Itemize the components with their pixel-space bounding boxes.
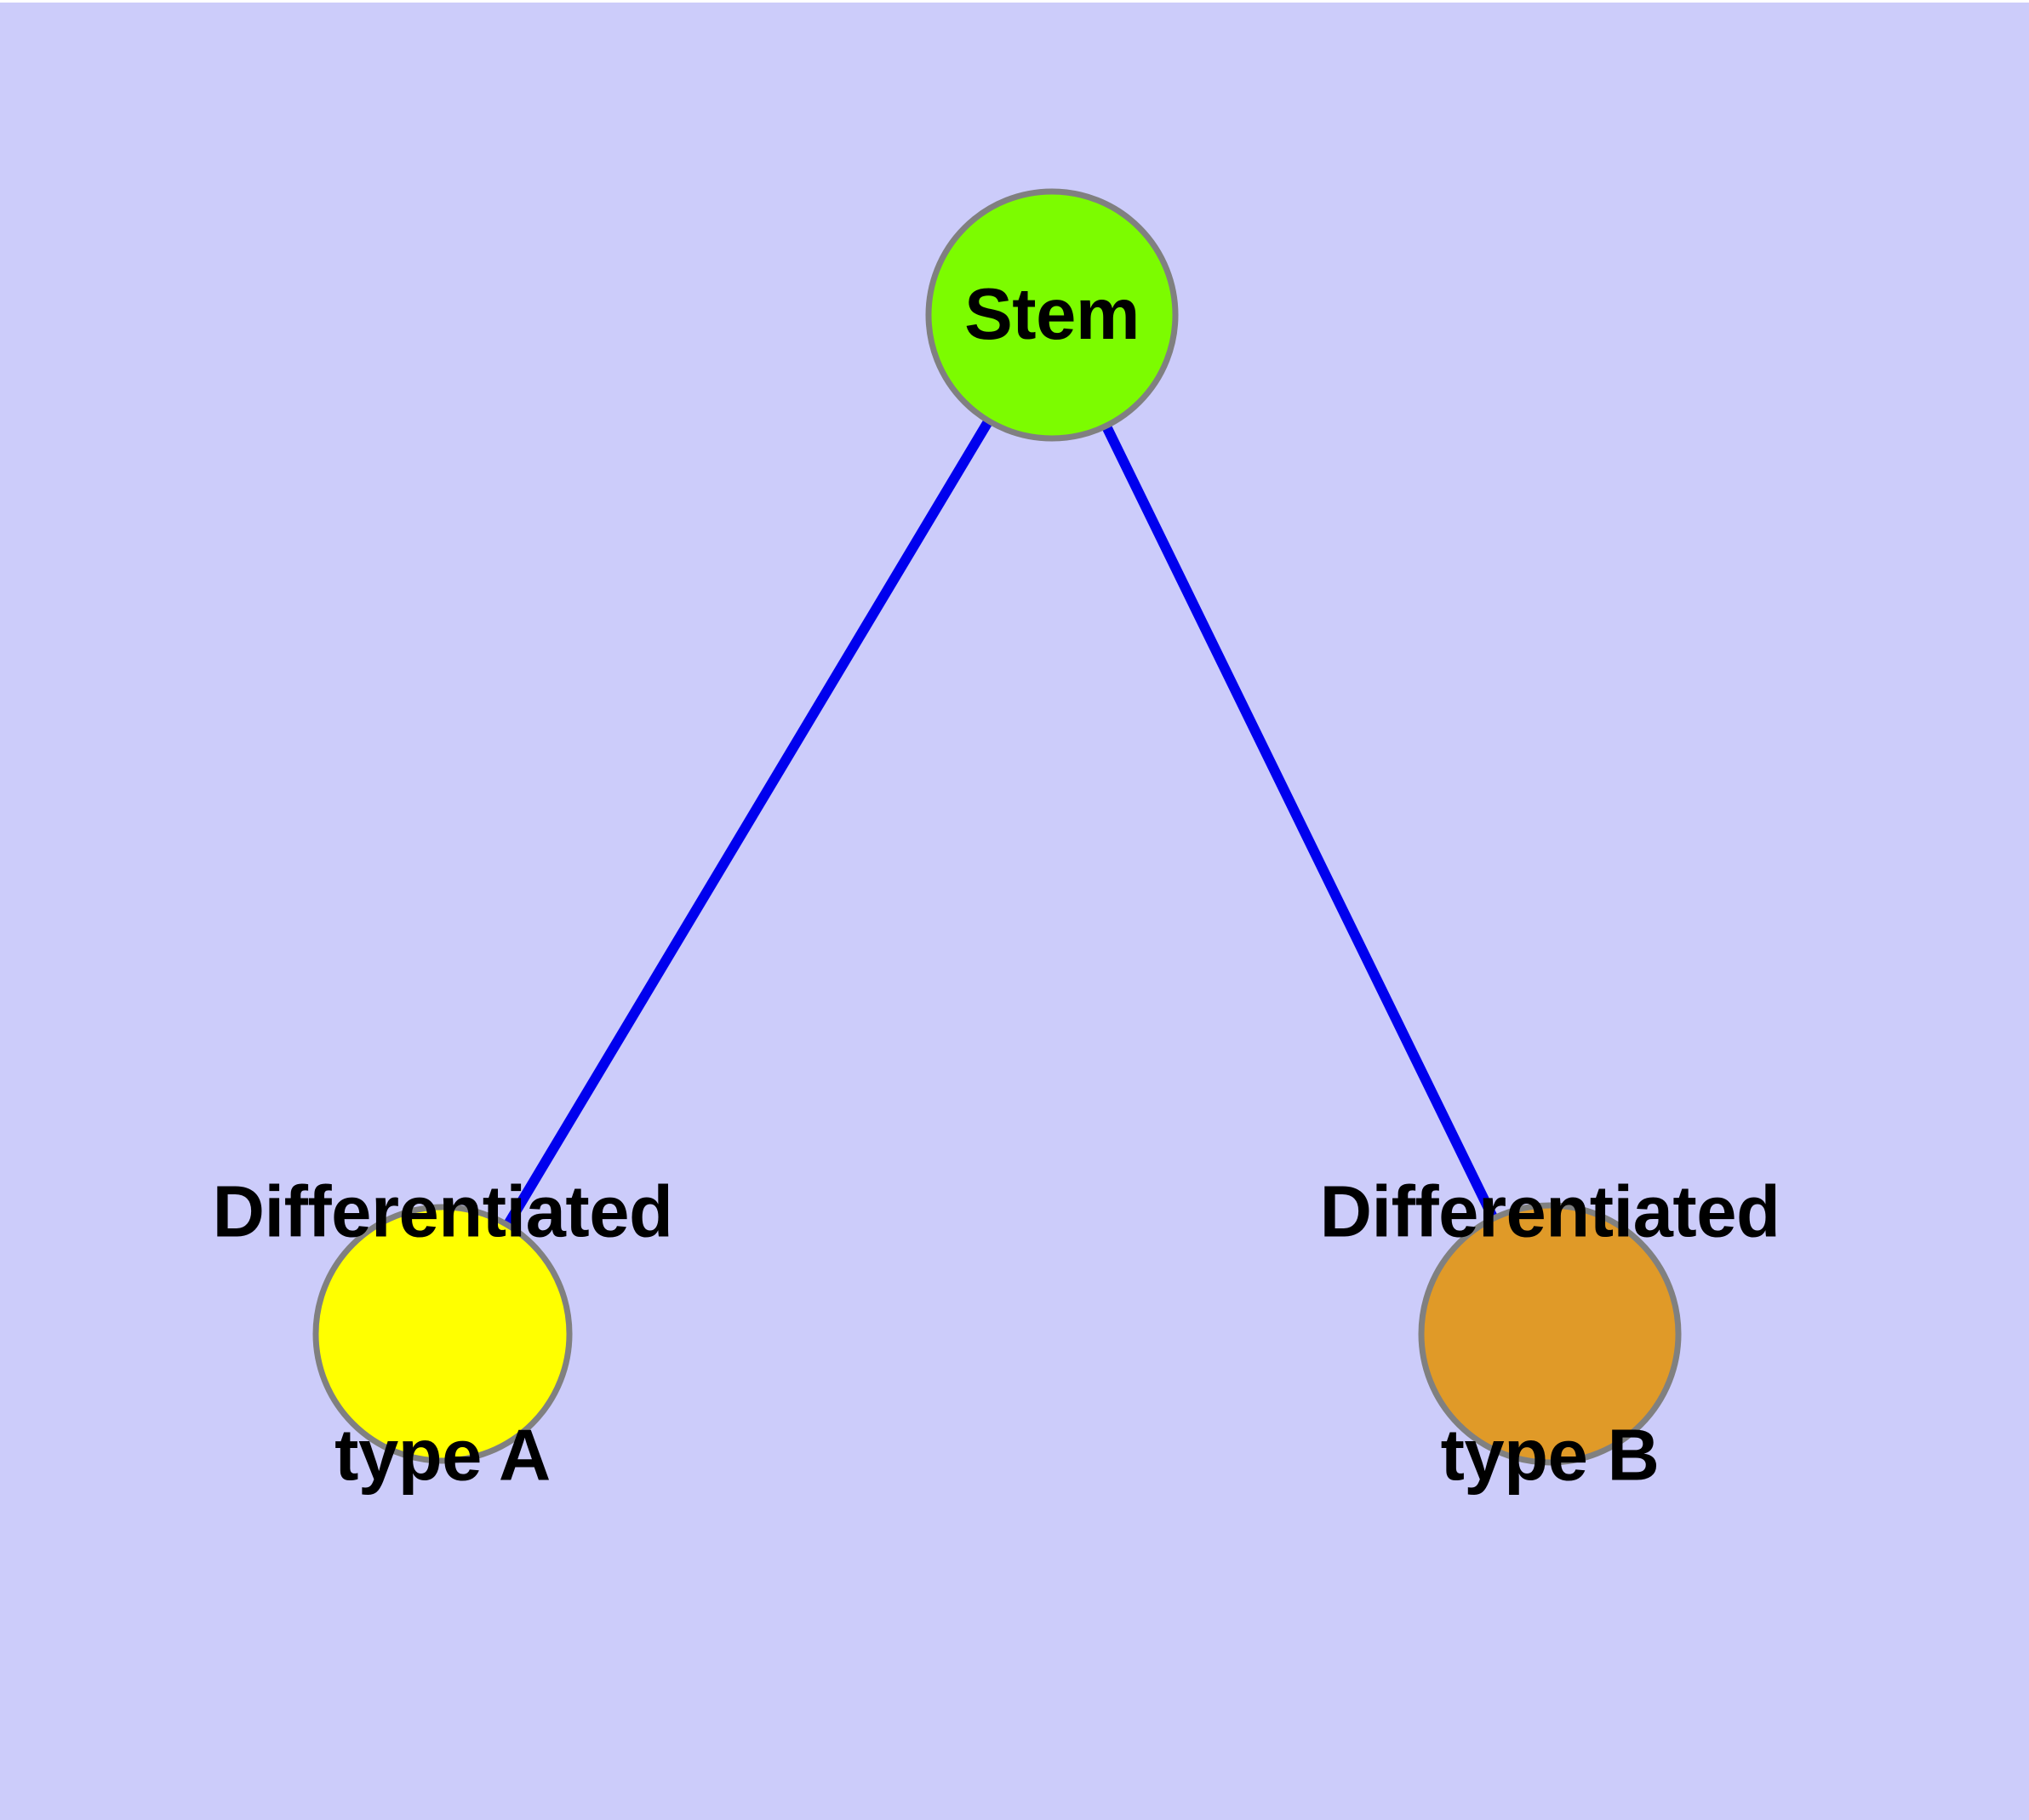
edge-layer [500, 413, 1501, 1233]
edge-stem-to-differentiated-type-a [500, 413, 997, 1233]
edge-stem-to-differentiated-type-b [1099, 418, 1501, 1227]
node-differentiated-type-b[interactable] [1418, 1202, 1682, 1466]
node-layer [312, 188, 1682, 1466]
node-stem[interactable] [925, 188, 1179, 442]
node-differentiated-type-a[interactable] [312, 1204, 573, 1464]
